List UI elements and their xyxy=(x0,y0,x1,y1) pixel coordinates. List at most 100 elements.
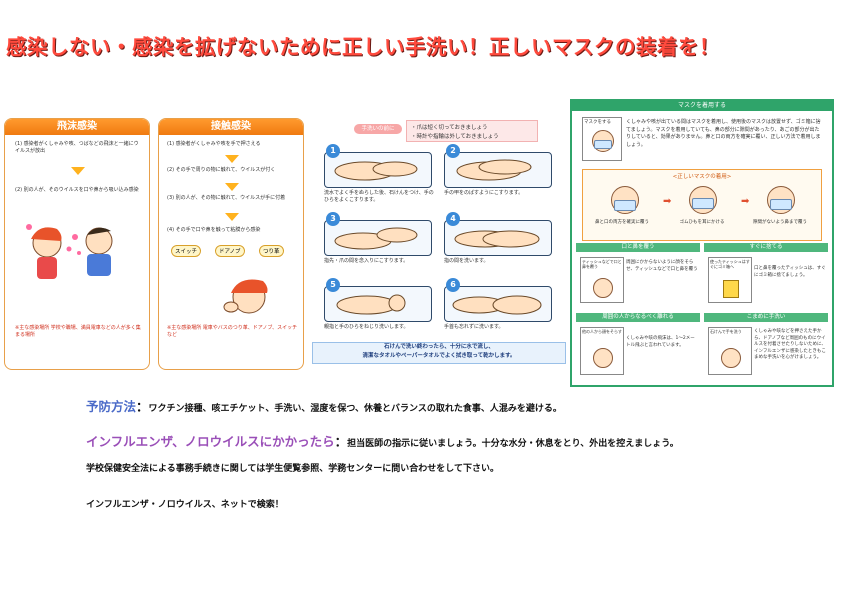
handwash-pre-box: ・爪は短く切っておきましょう ・時計や指輪は外しておきましょう xyxy=(406,120,538,142)
step-1-illustration xyxy=(324,152,432,188)
arrow-down-icon xyxy=(225,155,239,163)
search-prompt-text: インフルエンザ・ノロウイルス、ネットで検索！ xyxy=(86,500,284,510)
mask-icon xyxy=(614,200,636,211)
handwash-section: 手洗いの前に ・爪は短く切っておきましょう ・時計や指輪は外しておきましょう 1… xyxy=(310,118,566,366)
correct-mask-title: <正しいマスクの着用> xyxy=(672,174,732,180)
arrow-right-icon: ➡ xyxy=(663,196,672,207)
handwash-often-section: こまめに手洗い 石けんで手を洗う くしゃみや咳などを押さえた手から、ドアノブなど… xyxy=(704,313,828,379)
discard-text: 口と鼻を覆ったティッシュは、すぐにゴミ箱に捨てましょう。 xyxy=(754,266,826,278)
correct-mask-box: <正しいマスクの着用> ➡ ➡ 鼻と口の両方を確実に覆う ゴムひもを耳にかける … xyxy=(582,169,822,241)
handwash-step-3: 3 指先・爪の間を念入りにこすります。 xyxy=(324,212,436,274)
step-3-illustration xyxy=(324,220,432,256)
correct-mask-caption-1: 鼻と口の両方を確実に覆う xyxy=(595,220,649,225)
correct-mask-caption-2: ゴムひもを耳にかける xyxy=(679,220,725,225)
step-5-illustration xyxy=(324,286,432,322)
strap-item: つり革 xyxy=(259,245,284,257)
prevention-label: 予防方法 xyxy=(86,399,137,414)
contact-step-3: (3) 別の人が、その物に触れて、ウイルスが手に付着 xyxy=(167,195,286,201)
contact-step-2: (2) その手で周りの物に触れて、ウイルスが付く xyxy=(167,167,276,173)
mask-person-illustration: マスクをする xyxy=(582,117,622,161)
mask-icon xyxy=(770,199,792,210)
contact-step-1: (1) 感染者がくしゃみや咳を手で押さえる xyxy=(167,141,261,147)
handwash-pre-2: ・時計や指輪は外しておきましょう xyxy=(411,134,499,140)
mask-icon xyxy=(692,198,714,209)
arrow-down-icon xyxy=(225,183,239,191)
cover-mouth-tag: ティッシュなどで口と鼻を覆う xyxy=(582,259,622,269)
handwash-step-1: 1 流水でよく手をぬらした後、石けんをつけ、手のひらをよくこすります。 xyxy=(324,144,436,206)
handwash-footer-2: 清潔なタオルやペーパータオルでよく拭き取って乾かします。 xyxy=(362,353,516,359)
contact-items-row: スイッチ ドアノブ つり革 xyxy=(171,243,295,267)
contact-infection-panel: 接触感染 (1) 感染者がくしゃみや咳を手で押さえる (2) その手で周りの物に… xyxy=(158,118,304,370)
distance-illustration: 他の人から顔をそらす xyxy=(580,327,624,375)
handwash-often-illustration: 石けんで手を洗う xyxy=(708,327,752,375)
mask-icon xyxy=(594,140,612,149)
step-4-text: 指の間を洗います。 xyxy=(444,258,489,264)
distance-heading: 周囲の人からなるべく離れる xyxy=(576,313,700,322)
cover-mouth-text: 周囲にかからないように顔をそらせ、ティッシュなどで口と鼻を覆う xyxy=(626,260,698,272)
discard-section: すぐに捨てる 使ったティッシュはすぐにゴミ箱へ 口と鼻を覆ったティッシュは、すぐ… xyxy=(704,243,828,307)
handwash-pre-1: ・爪は短く切っておきましょう xyxy=(411,125,488,131)
handwash-often-tag: 石けんで手を洗う xyxy=(710,329,742,334)
touching-face-illustration xyxy=(223,279,268,314)
step-2-illustration xyxy=(444,152,552,188)
school-procedure-text: 学校保健安全法による事務手続きに関しては学生便覧参照、学務センターに問い合わせを… xyxy=(86,464,500,474)
handwash-pre-pill: 手洗いの前に xyxy=(354,124,402,134)
arrow-down-icon xyxy=(71,167,85,175)
sneezing-people-illustration xyxy=(26,224,113,279)
handwash-step-5: 5 親指と手のひらをねじり洗いします。 xyxy=(324,278,436,340)
face-icon xyxy=(721,348,741,368)
mask-heading: マスクを着用する xyxy=(572,101,832,111)
mask-panel: マスクを着用する マスクをする くしゃみや咳が出ている間はマスクを着用し、使用後… xyxy=(570,99,834,387)
distance-tag: 他の人から顔をそらす xyxy=(582,329,622,334)
contact-step-4: (4) その手で口や鼻を触って粘膜から感染 xyxy=(167,227,261,233)
face-icon xyxy=(593,348,613,368)
step-5-text: 親指と手のひらをねじり洗いします。 xyxy=(324,324,409,330)
trash-bin-icon xyxy=(723,280,739,298)
step-number-4: 4 xyxy=(446,212,460,226)
step-number-1: 1 xyxy=(326,144,340,158)
flu-line: インフルエンザ、ノロウイルスにかかったら：担当医師の指示に従いましょう。十分な水… xyxy=(86,431,679,450)
prevention-colon: ： xyxy=(136,399,149,414)
arrow-right-icon: ➡ xyxy=(741,196,750,207)
flu-colon: ： xyxy=(334,434,348,449)
switch-item: スイッチ xyxy=(171,245,202,257)
prevention-text: ワクチン接種、咳エチケット、手洗い、湿度を保つ、休養とバランスの取れた食事、人混… xyxy=(148,404,562,414)
droplet-infection-note: ※主な感染場所 学校や職場、満員電車などの人が多く集まる場所 xyxy=(15,325,141,338)
flu-text: 担当医師の指示に従いましょう。十分な水分・休息をとり、外出を控えましょう。 xyxy=(347,439,679,449)
correct-mask-caption-3: 隙間がないよう鼻まで覆う xyxy=(753,220,807,225)
step-number-3: 3 xyxy=(326,212,340,226)
handwash-often-text: くしゃみや咳などを押さえた手から、ドアノブなど周囲のものにウイルスを付着させたり… xyxy=(754,329,826,360)
discard-illustration: 使ったティッシュはすぐにゴミ箱へ xyxy=(708,257,752,303)
doorknob-item: ドアノブ xyxy=(215,245,245,257)
face-icon xyxy=(593,278,613,298)
prevention-line: 予防方法：ワクチン接種、咳エチケット、手洗い、湿度を保つ、休養とバランスの取れた… xyxy=(86,396,562,415)
mask-tag: マスクをする xyxy=(584,120,611,125)
handwash-step-6: 6 手首も忘れずに洗います。 xyxy=(444,278,556,340)
droplet-infection-panel: 飛沫感染 (1) 感染者がくしゃみや咳、つばなどの飛沫と一緒にウイルスが放出 (… xyxy=(4,118,150,370)
step-1-text: 流水でよく手をぬらした後、石けんをつけ、手のひらをよくこすります。 xyxy=(324,190,434,203)
step-3-text: 指先・爪の間を念入りにこすります。 xyxy=(324,258,409,264)
arrow-down-icon xyxy=(225,213,239,221)
step-6-text: 手首も忘れずに洗います。 xyxy=(444,324,504,330)
handwash-step-4: 4 指の間を洗います。 xyxy=(444,212,556,274)
handwash-footer: 石けんで洗い終わったら、十分に水で流し、 清潔なタオルやペーパータオルでよく拭き… xyxy=(312,342,566,364)
discard-tag: 使ったティッシュはすぐにゴミ箱へ xyxy=(710,259,750,269)
step-number-5: 5 xyxy=(326,278,340,292)
cover-mouth-heading: 口と鼻を覆う xyxy=(576,243,700,252)
flu-label: インフルエンザ、ノロウイルスにかかったら xyxy=(86,434,335,449)
step-number-6: 6 xyxy=(446,278,460,292)
cover-mouth-illustration: ティッシュなどで口と鼻を覆う xyxy=(580,257,624,303)
handwash-footer-1: 石けんで洗い終わったら、十分に水で流し、 xyxy=(384,344,494,350)
distance-section: 周囲の人からなるべく離れる 他の人から顔をそらす くしゃみや咳の飛沫は、1～2メ… xyxy=(576,313,700,379)
step-2-text: 手の甲をのばすようにこすります。 xyxy=(444,190,524,196)
discard-heading: すぐに捨てる xyxy=(704,243,828,252)
handwash-step-2: 2 手の甲をのばすようにこすります。 xyxy=(444,144,556,206)
cover-mouth-section: 口と鼻を覆う ティッシュなどで口と鼻を覆う 周囲にかからないように顔をそらせ、テ… xyxy=(576,243,700,307)
contact-infection-note: ※主な感染場所 電車やバスのつり革、ドアノブ、スイッチなど xyxy=(167,325,298,338)
step-number-2: 2 xyxy=(446,144,460,158)
mask-description: くしゃみや咳が出ている間はマスクを着用し、使用後のマスクは放置せず、ゴミ箱に捨て… xyxy=(626,119,821,148)
step-4-illustration xyxy=(444,220,552,256)
droplet-step-2: (2) 別の人が、そのウイルスを口や鼻から吸い込み感染 xyxy=(15,187,139,193)
droplet-infection-heading: 飛沫感染 xyxy=(5,119,149,135)
handwash-often-heading: こまめに手洗い xyxy=(704,313,828,322)
